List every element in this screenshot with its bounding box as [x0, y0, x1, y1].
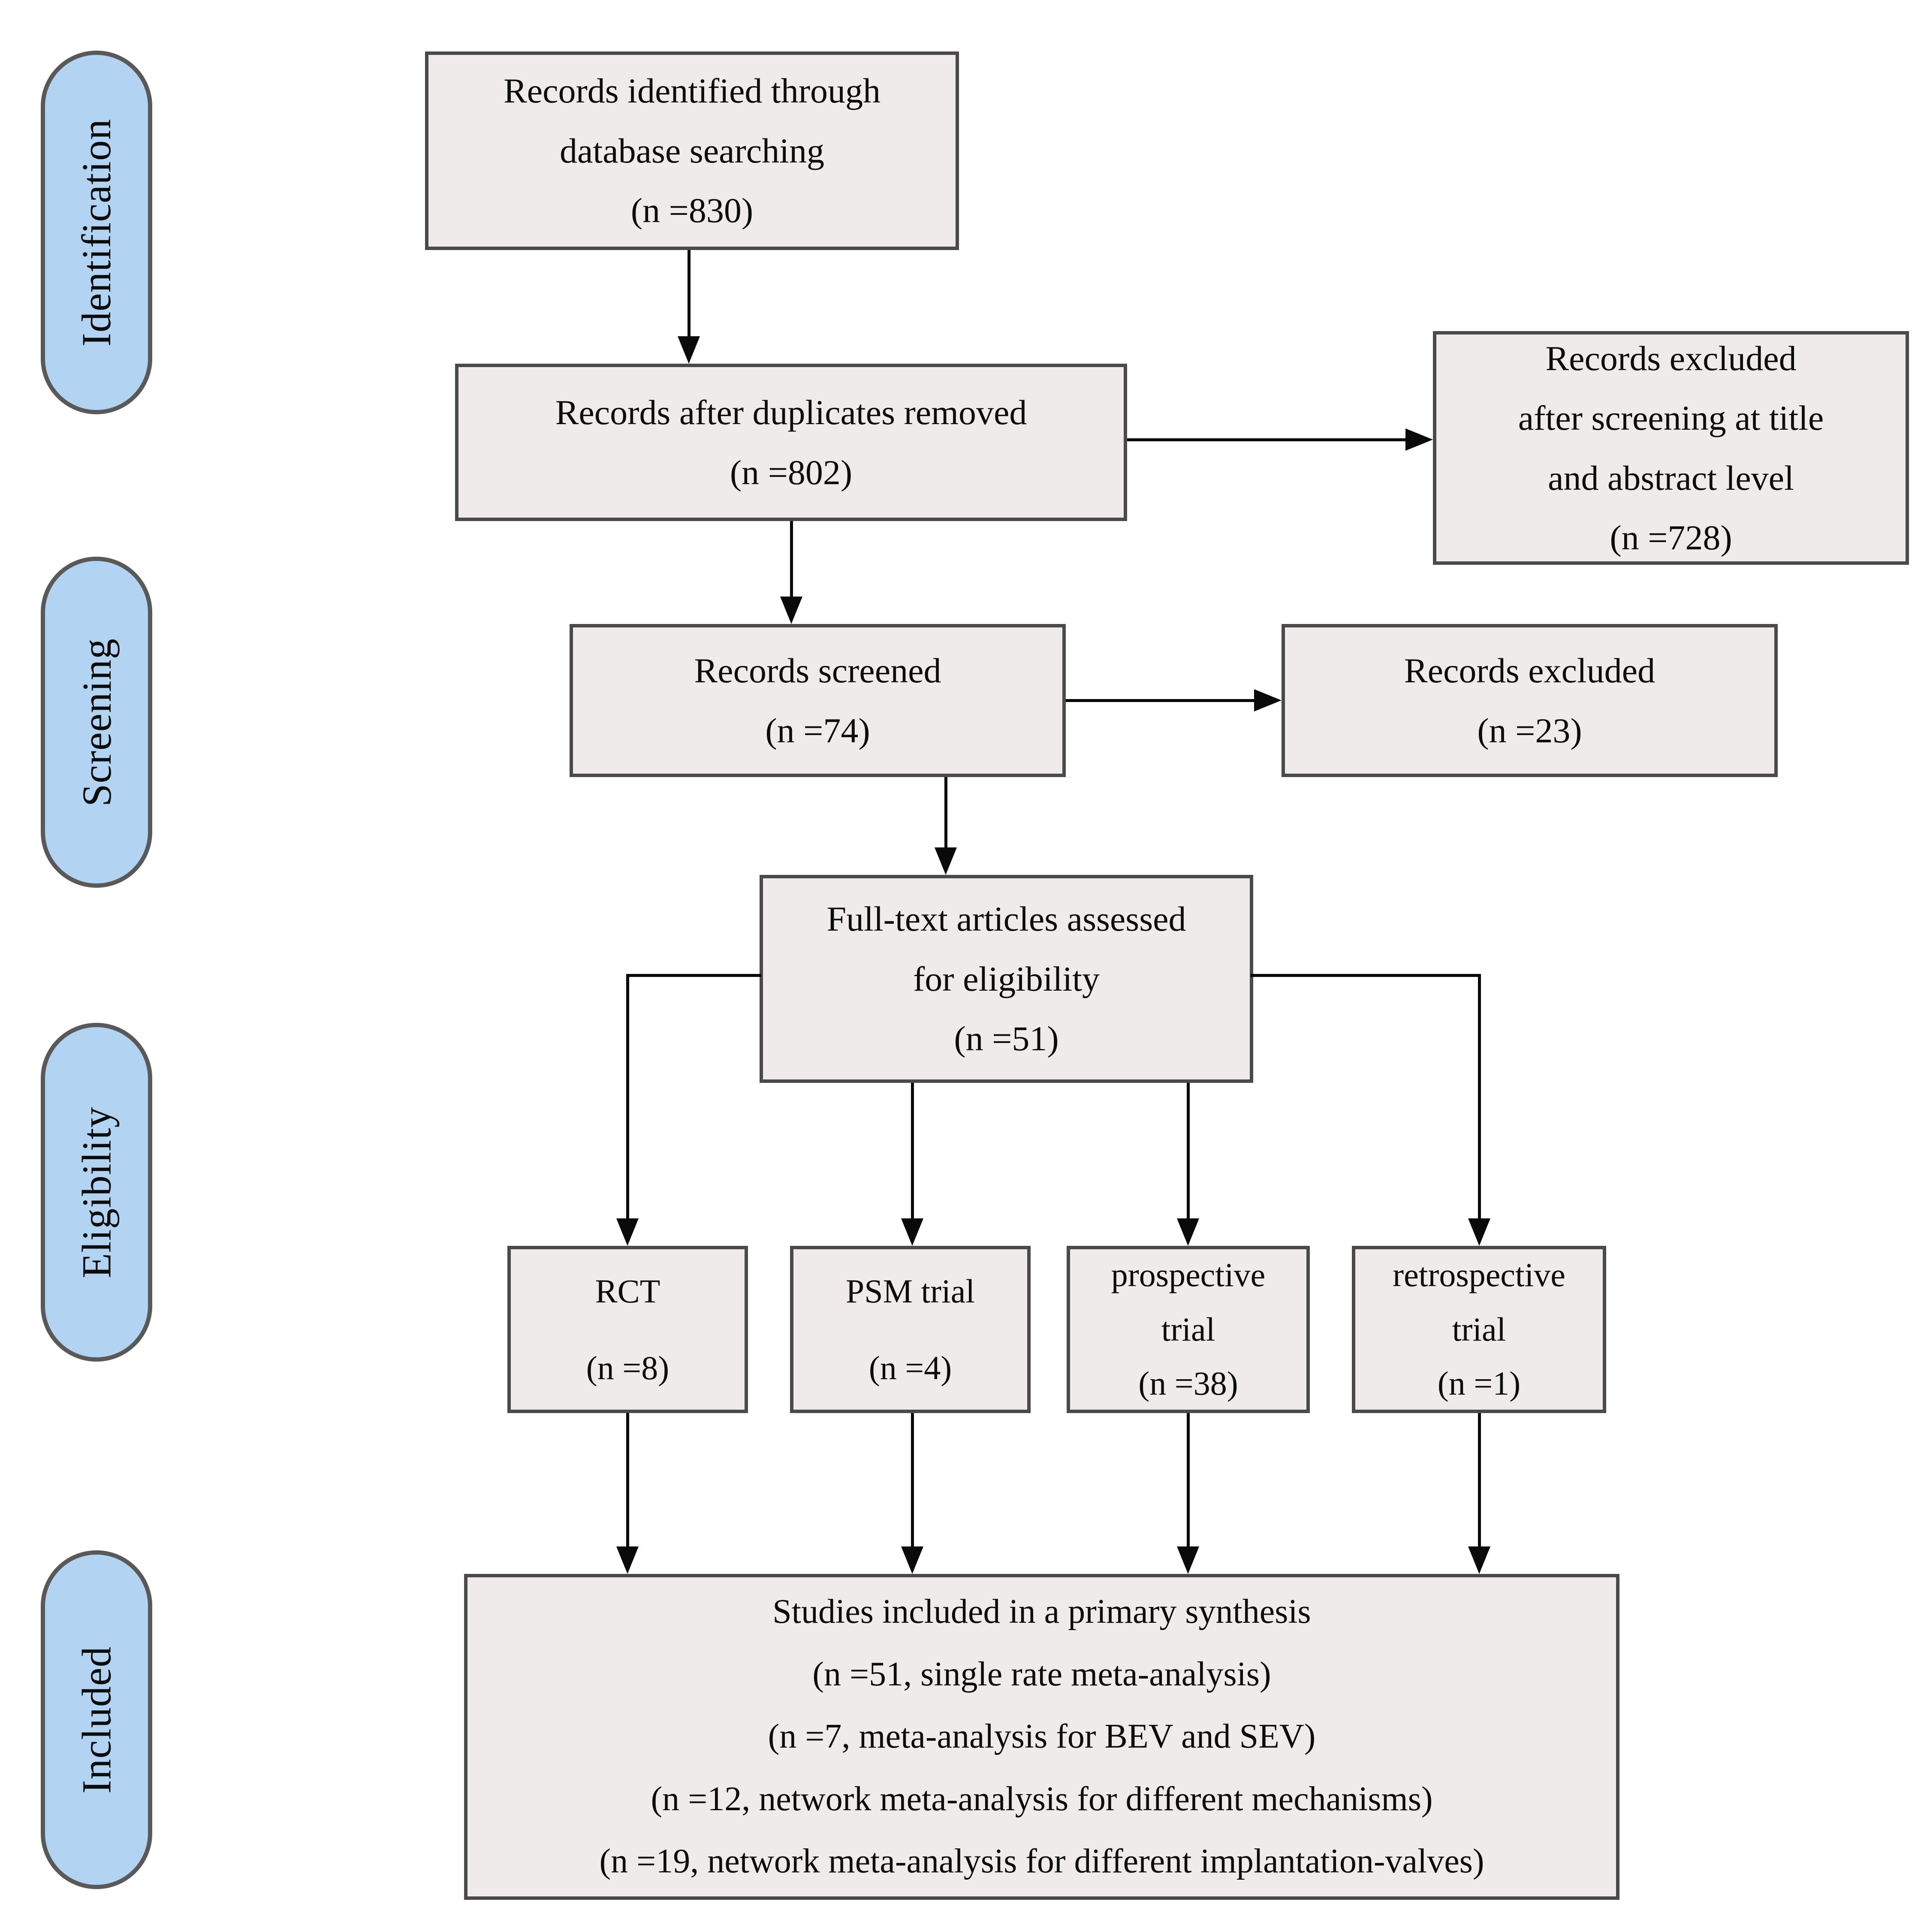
arrow-line [911, 1413, 914, 1546]
arrowhead-down-icon [901, 1218, 923, 1246]
arrowhead-down-icon [678, 336, 700, 364]
box-rct-text: RCT(n =8) [586, 1272, 669, 1386]
box-psm-trial-text: PSM trial(n =4) [845, 1272, 975, 1386]
arrowhead-right-icon [1254, 689, 1282, 711]
stage-screening-label: Screening [73, 638, 120, 807]
box-records-screened: Records screened(n =74) [570, 624, 1066, 777]
arrow-line [1187, 1083, 1190, 1218]
arrow-line [790, 521, 793, 597]
box-records-screened-text: Records screened(n =74) [694, 651, 941, 750]
arrowhead-down-icon [616, 1546, 639, 1574]
box-records-excluded: Records excluded(n =23) [1282, 624, 1778, 777]
stage-eligibility-label: Eligibility [73, 1106, 120, 1278]
box-included-synthesis: Studies included in a primary synthesis(… [464, 1574, 1619, 1900]
box-duplicates-removed-text: Records after duplicates removed(n =802) [555, 393, 1027, 492]
arrow-line [626, 974, 761, 977]
arrow-line [1187, 1413, 1190, 1546]
arrow-line [626, 1413, 629, 1546]
stage-eligibility: Eligibility [41, 1023, 152, 1362]
arrowhead-down-icon [1468, 1218, 1490, 1246]
stage-identification: Identification [41, 51, 152, 414]
arrow-line [626, 974, 629, 1218]
box-duplicates-removed: Records after duplicates removed(n =802) [455, 364, 1127, 521]
box-records-excluded-text: Records excluded(n =23) [1404, 651, 1656, 750]
arrow-line [944, 777, 947, 847]
stage-included-label: Included [73, 1646, 120, 1793]
stage-identification-label: Identification [73, 118, 120, 347]
arrowhead-down-icon [1177, 1218, 1199, 1246]
arrow-line [688, 250, 691, 337]
arrow-line [1478, 1413, 1481, 1546]
stage-included: Included [41, 1550, 152, 1889]
arrowhead-down-icon [616, 1218, 639, 1246]
arrowhead-down-icon [1468, 1546, 1490, 1574]
arrow-line [911, 1083, 914, 1218]
stage-screening: Screening [41, 557, 152, 888]
arrow-line [1251, 974, 1481, 977]
box-rct: RCT(n =8) [507, 1246, 748, 1413]
arrowhead-down-icon [935, 847, 957, 875]
arrowhead-down-icon [1177, 1546, 1199, 1574]
arrowhead-down-icon [780, 597, 802, 624]
box-psm-trial: PSM trial(n =4) [790, 1246, 1031, 1413]
arrowhead-down-icon [901, 1546, 923, 1574]
box-included-synthesis-text: Studies included in a primary synthesis(… [599, 1593, 1484, 1881]
arrow-line [1127, 438, 1406, 441]
arrow-line [1066, 699, 1255, 702]
arrowhead-right-icon [1405, 428, 1433, 451]
arrow-line [1478, 974, 1481, 1218]
